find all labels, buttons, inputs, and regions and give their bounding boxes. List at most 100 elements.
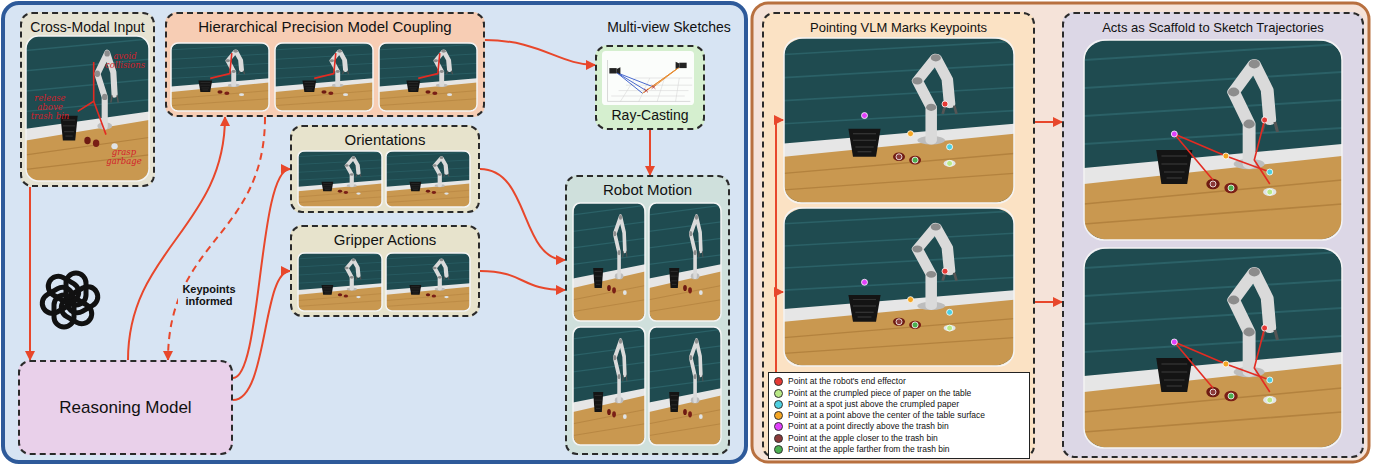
sketch-line: [314, 53, 336, 78]
image-frame: [649, 203, 721, 321]
handwritten-note: grasp garbage: [96, 148, 152, 166]
legend-swatch: [774, 422, 783, 431]
image-frame: [1084, 248, 1342, 448]
title-wrap: Ray-Casting: [597, 106, 703, 124]
title-wrap: Gripper Actions: [292, 231, 478, 249]
process-box: Acts as Scaffold to Sketch Trajectories: [1062, 12, 1364, 458]
keypoint-dot: [912, 157, 918, 163]
title-wrap: Hierarchical Precision Model Coupling: [167, 18, 483, 36]
box-title: Cross-Modal Input: [30, 19, 144, 35]
process-box: Reasoning Model: [18, 360, 233, 455]
image-frame: [386, 253, 470, 311]
keypoint-dot: [947, 144, 953, 150]
legend-swatch: [774, 400, 783, 409]
box-title: Pointing VLM Marks Keypoints: [810, 20, 987, 35]
image-frame: [784, 208, 1014, 366]
process-box: Orientations: [290, 125, 480, 213]
legend-row: Point at a point directly above the tras…: [774, 421, 1024, 432]
leader-arrow: [776, 291, 783, 293]
keypoint-dot: [947, 309, 953, 315]
box-title: Robot Motion: [603, 181, 692, 198]
keypoint-dot: [1223, 153, 1229, 159]
keypoint-dot: [1171, 339, 1177, 345]
keypoint-dot: [947, 325, 953, 331]
illustration: [1062, 12, 1364, 458]
process-box: Ray-Casting: [595, 45, 705, 130]
legend-text: Point at a spot just above the crumpled …: [788, 399, 959, 409]
sketch-line: [418, 53, 440, 78]
robot-scene: [1084, 248, 1342, 448]
legend-text: Point at a point directly above the tras…: [788, 421, 949, 431]
process-box: Hierarchical Precision Model Coupling: [165, 12, 485, 117]
keypoint-dot: [1267, 397, 1273, 403]
flow-arrow: [485, 40, 595, 65]
box-title: Gripper Actions: [334, 231, 437, 248]
illustration: [565, 175, 730, 455]
title-wrap: Robot Motion: [567, 181, 728, 199]
image-frame: [573, 327, 645, 445]
flow-arrow: [1035, 121, 1062, 123]
image-frame: [573, 203, 645, 321]
right-panel: [752, 3, 1369, 462]
keypoint-dot: [947, 160, 953, 166]
sketch-line: [210, 53, 232, 78]
robot-scene: [784, 208, 1014, 366]
legend-row: Point at a spot just above the crumpled …: [774, 399, 1024, 410]
robot-scene: [298, 151, 382, 207]
box-title: Acts as Scaffold to Sketch Trajectories: [1102, 20, 1324, 35]
legend-text: Point at the apple farther from the tras…: [788, 444, 950, 454]
robot-scene: [171, 43, 269, 111]
legend-row: Point at the apple closer to the trash b…: [774, 432, 1024, 443]
ray-casting-plot: [602, 51, 694, 105]
keypoint-dot: [908, 297, 914, 303]
openai-logo: [39, 273, 102, 328]
legend-swatch: [774, 411, 783, 420]
keypoint-dot: [896, 154, 902, 160]
legend-swatch: [774, 377, 783, 386]
sketch-line: [1174, 342, 1270, 388]
legend-row: Point at a point above the center of the…: [774, 410, 1024, 421]
title-wrap: Acts as Scaffold to Sketch Trajectories: [1064, 18, 1362, 36]
keypoint-dot: [942, 101, 948, 107]
keypoint-dot: [1210, 389, 1216, 395]
robot-scene: [1084, 40, 1342, 240]
keypoint-dot: [1267, 169, 1273, 175]
box-title: Ray-Casting: [611, 107, 688, 123]
legend-row: Point at the apple farther from the tras…: [774, 444, 1024, 455]
legend-swatch: [774, 445, 783, 454]
left-panel: [3, 3, 746, 462]
legend-row: Point at the robot's end effector: [774, 376, 1024, 387]
image-frame: [298, 253, 382, 311]
image-frame: [649, 327, 721, 445]
keypoint-dot: [1228, 185, 1234, 191]
title-wrap: Reasoning Model: [20, 398, 231, 418]
flow-arrow: [168, 117, 265, 360]
label-wrap: Keypoints informed: [178, 283, 240, 308]
image-frame: [171, 43, 269, 111]
flow-arrow: [1035, 301, 1062, 303]
keypoint-dot: [1267, 189, 1273, 195]
keypoint-dot: [1210, 181, 1216, 187]
image-frame: [1084, 40, 1342, 240]
title-wrap: Cross-Modal Input: [22, 18, 153, 36]
legend-text: Point at the crumpled piece of paper on …: [788, 388, 971, 398]
flow-arrow: [29, 187, 31, 360]
robot-scene: [784, 38, 1014, 203]
keypoint-dot: [1223, 361, 1229, 367]
label-wrap: avoid collisions: [100, 52, 150, 70]
process-box: Robot Motion: [565, 175, 730, 455]
legend-swatch: [774, 434, 783, 443]
flow-arrow: [480, 169, 565, 260]
handwritten-note: release above trash bin: [28, 94, 72, 121]
robot-scene: [386, 151, 470, 207]
robot-scene: [573, 203, 645, 321]
keypoint-dot: [896, 319, 902, 325]
keypoint-dot: [942, 268, 948, 274]
robot-scene: [649, 203, 721, 321]
title-wrap: Pointing VLM Marks Keypoints: [764, 18, 1033, 36]
keypoint-dot: [1262, 117, 1268, 123]
process-box: Gripper Actions: [290, 225, 480, 317]
robot-scene: [573, 327, 645, 445]
leader-arrow: [776, 120, 783, 374]
robot-scene: [379, 43, 477, 111]
